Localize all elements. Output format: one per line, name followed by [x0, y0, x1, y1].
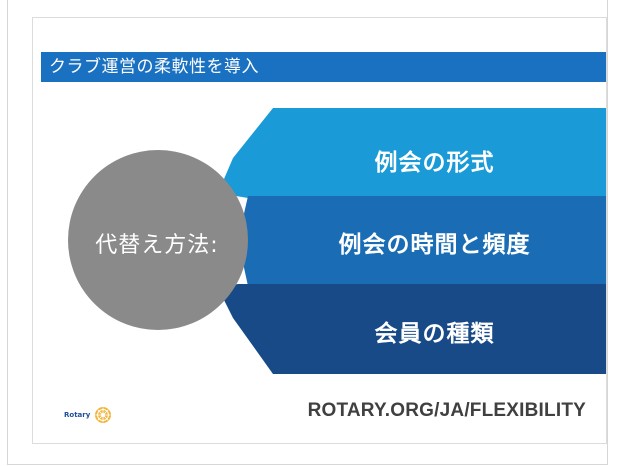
- slide-title: クラブ運営の柔軟性を導入: [49, 57, 259, 77]
- method-circle-label: 代替え方法:: [95, 233, 219, 258]
- option-band-2: [238, 196, 606, 286]
- rotary-wheel-icon: [94, 406, 112, 424]
- flexibility-diagram: [68, 108, 606, 374]
- option-band-1: [218, 108, 606, 198]
- option-label-1: 例会の形式: [374, 150, 495, 176]
- rotary-logo: Rotary: [64, 406, 112, 424]
- rotary-logo-text: Rotary: [64, 411, 91, 419]
- flexibility-url: ROTARY.ORG/JA/FLEXIBILITY: [307, 400, 586, 421]
- method-circle: [68, 150, 248, 330]
- slide: クラブ運営の柔軟性を導入 代替え方法: 例会の形式 例会の時間と頻度 会員の種類…: [32, 17, 607, 444]
- viewer-frame: クラブ運営の柔軟性を導入 代替え方法: 例会の形式 例会の時間と頻度 会員の種類…: [7, 0, 608, 465]
- option-band-3: [218, 284, 606, 374]
- option-label-3: 会員の種類: [374, 321, 495, 347]
- option-label-2: 例会の時間と頻度: [338, 232, 531, 258]
- slide-title-bar: クラブ運営の柔軟性を導入: [41, 52, 606, 82]
